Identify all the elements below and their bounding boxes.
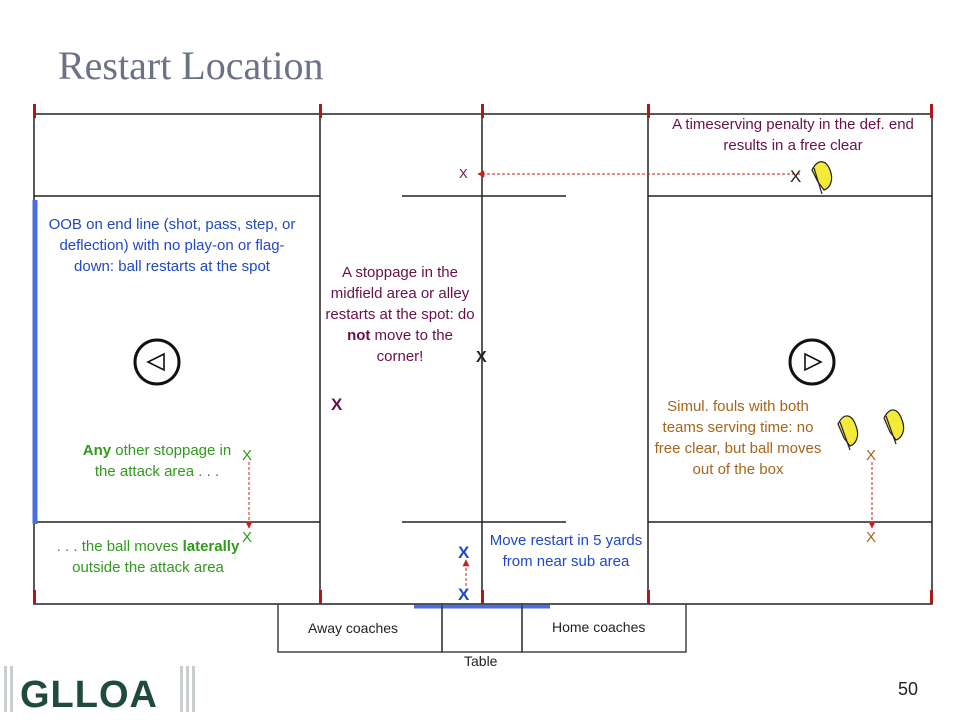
x-marker-attack-left-top: X: [242, 447, 253, 464]
penalty-flag-icon: [883, 409, 905, 445]
x-marker-attack-right-top: X: [866, 447, 877, 464]
note-any-text: other stoppage in the attack area . . .: [94, 442, 232, 480]
glloa-logo-icon: [4, 666, 195, 712]
x-marker-timeserving-origin: X: [790, 167, 802, 186]
penalty-flag-icon: [837, 415, 859, 451]
note-move-restart: Move restart in 5 yards from near sub ar…: [489, 532, 643, 570]
goal-circle-left-icon: [133, 338, 181, 386]
note-midfield-bold: not: [347, 327, 371, 344]
logo-text: GLLOA: [20, 674, 158, 716]
note-oob-end-line: OOB on end line (shot, pass, step, or de…: [48, 216, 296, 275]
note-any-stoppage: Any other stoppage in the attack area . …: [82, 440, 232, 482]
x-marker-midfield-center: X: [476, 349, 487, 366]
note-lateral-bold: laterally: [182, 538, 240, 555]
note-lateral: . . . the ball moves laterally outside t…: [48, 536, 248, 578]
x-marker-midfield: X: [331, 395, 343, 414]
note-lateral-text-a: . . . the ball moves: [56, 538, 183, 555]
page-title: Restart Location: [58, 43, 324, 88]
x-marker-attack-right-bottom: X: [866, 529, 877, 546]
note-any-bold: Any: [82, 442, 112, 459]
table-label: Table: [464, 653, 498, 669]
note-midfield-text-a: A stoppage in the midfield area or alley…: [325, 264, 475, 323]
penalty-flag-icon: [811, 161, 833, 195]
scorers-table-area: [277, 603, 687, 653]
note-lateral-text-b: outside the attack area: [72, 559, 224, 576]
note-timeserving: A timeserving penalty in the def. end re…: [672, 116, 914, 154]
x-marker-sub-area-bottom: X: [458, 585, 470, 604]
page-number: 50: [897, 679, 918, 699]
note-midfield-text-b: move to the corner!: [370, 327, 453, 365]
away-coaches-label: Away coaches: [308, 620, 399, 636]
note-simul-fouls: Simul. fouls with both teams serving tim…: [654, 398, 822, 478]
x-marker-attack-left-bottom: X: [242, 529, 253, 546]
x-marker-sub-area-top: X: [458, 543, 470, 562]
note-midfield: A stoppage in the midfield area or alley…: [324, 262, 476, 367]
boundary-posts: [33, 104, 933, 604]
x-marker-timeserving-target: X: [459, 166, 468, 181]
goal-circle-right-icon: [788, 338, 836, 386]
home-coaches-label: Home coaches: [552, 619, 646, 635]
